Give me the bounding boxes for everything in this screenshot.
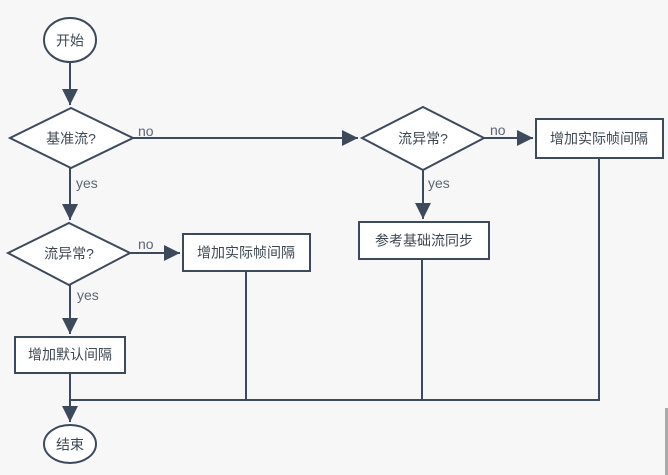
vertical-scrollbar-thumb[interactable] <box>665 408 668 475</box>
label-left-abnormal-yes: yes <box>77 287 99 303</box>
process-increase-actual-right-label: 增加实际帧间隔 <box>550 131 648 147</box>
start-label: 开始 <box>56 33 84 49</box>
decision-baseline-label: 基准流? <box>46 131 96 147</box>
process-increase-default-label: 增加默认间隔 <box>28 347 112 363</box>
label-right-abnormal-yes: yes <box>428 175 450 191</box>
decision-abnormal-right-shape <box>359 105 487 172</box>
node-process-increase-default: 增加默认间隔 <box>14 336 126 374</box>
node-process-increase-actual-right: 增加实际帧间隔 <box>535 118 664 159</box>
process-ref-base-sync-shape <box>358 221 490 260</box>
decision-abnormal-right-label: 流异常? <box>398 131 448 147</box>
node-decision-baseline: 基准流? <box>7 106 136 170</box>
node-decision-abnormal-right: 流异常? <box>359 105 487 172</box>
process-increase-default-shape <box>14 336 126 374</box>
node-end: 结束 <box>43 424 97 464</box>
node-process-ref-base-sync: 参考基础流同步 <box>358 221 490 260</box>
edges <box>62 62 600 422</box>
process-ref-base-sync-label: 参考基础流同步 <box>375 233 473 249</box>
label-left-abnormal-no: no <box>138 236 154 252</box>
decision-abnormal-left-label: 流异常? <box>44 246 94 262</box>
node-process-increase-actual-mid: 增加实际帧间隔 <box>182 233 311 272</box>
process-increase-actual-mid-shape <box>182 233 311 272</box>
end-label: 结束 <box>56 437 84 453</box>
process-increase-actual-right-shape <box>535 118 664 159</box>
end-terminator-shape <box>43 424 97 464</box>
edge-labels: no yes no yes no yes <box>76 122 506 303</box>
node-start: 开始 <box>43 17 97 63</box>
start-terminator-shape <box>43 17 97 63</box>
node-decision-abnormal-left: 流异常? <box>5 221 133 287</box>
decision-abnormal-left-shape <box>5 221 133 287</box>
label-baseline-no: no <box>138 123 154 139</box>
label-baseline-yes: yes <box>76 175 98 191</box>
process-increase-actual-mid-label: 增加实际帧间隔 <box>197 245 295 261</box>
decision-baseline-shape <box>7 106 136 170</box>
label-right-abnormal-no: no <box>490 122 506 138</box>
